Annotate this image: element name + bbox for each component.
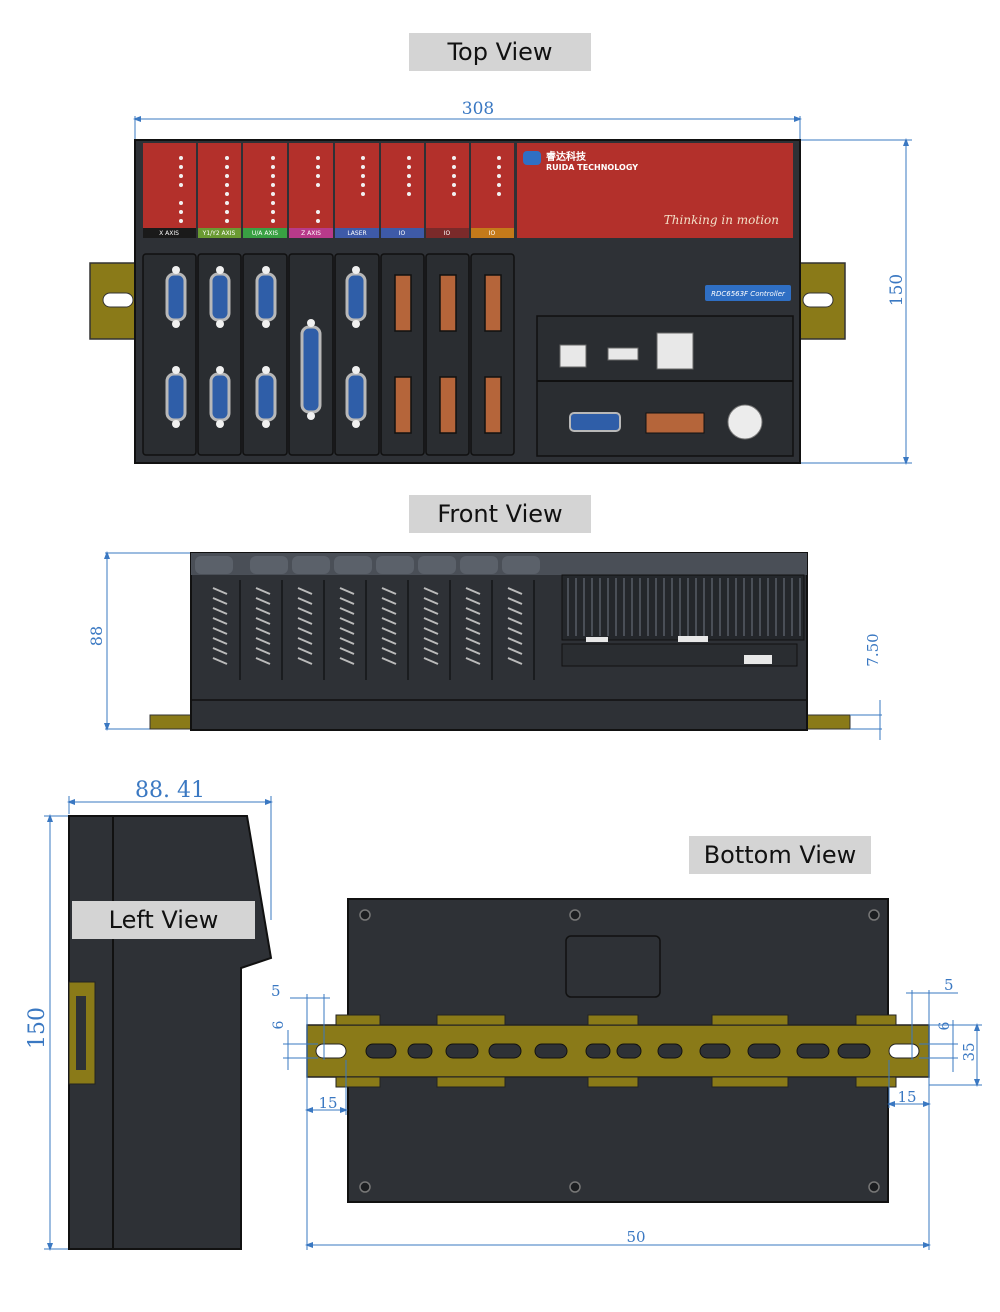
bottom-right-rail-dimension: 35 [960, 1042, 978, 1061]
module-label-y: Y1/Y2 AXIS [202, 230, 236, 237]
left-height-dimension: 150 [25, 1007, 50, 1049]
serial-port [569, 412, 621, 432]
left-view-title: Left View [72, 901, 255, 939]
bottom-view: 5 6 15 5 6 35 15 50 [271, 898, 982, 1250]
bottom-left-offset-dimension: 5 [271, 982, 281, 1000]
front-rail-right [805, 714, 851, 730]
db-connectors [165, 266, 367, 428]
model-badge [705, 285, 791, 301]
bottom-left-end-dimension: 15 [318, 1094, 337, 1112]
front-view-title: Front View [409, 495, 591, 533]
left-housing [68, 815, 273, 1250]
power-button [727, 404, 763, 440]
brand-name-en: RUIDA TECHNOLOGY [546, 163, 638, 172]
usb-b-port [559, 344, 587, 368]
io-terminals [394, 274, 502, 434]
module-label-laser: LASER [347, 230, 366, 237]
module-panels [143, 143, 793, 238]
module-label-io-2: IO [444, 230, 451, 237]
bottom-right-offset-dimension: 5 [944, 976, 954, 994]
bottom-right-end-dimension: 15 [897, 1088, 916, 1106]
module-label-io-1: IO [399, 230, 406, 237]
bottom-width-dimension: 50 [626, 1228, 645, 1246]
front-view: 88 7.50 [87, 551, 882, 740]
top-view-title: Top View [409, 33, 591, 71]
front-rail-dimension: 7.50 [864, 633, 882, 666]
brand-slogan: Thinking in motion [664, 213, 779, 227]
top-view: 308 150 [89, 99, 912, 465]
usb-a-port [607, 347, 639, 361]
front-height-dimension: 88 [87, 626, 106, 646]
status-leds [179, 156, 501, 223]
left-view: 88. 41 150 [25, 778, 273, 1251]
front-vents [212, 587, 523, 665]
module-label-io-3: IO [489, 230, 496, 237]
front-rail-left [149, 714, 193, 730]
bottom-right-slot-dimension: 6 [937, 1021, 953, 1030]
module-label-z: Z AXIS [301, 230, 321, 237]
brand-logo [523, 151, 541, 165]
left-width-dimension: 88. 41 [135, 778, 205, 803]
bottom-view-title: Bottom View [689, 836, 871, 874]
ethernet-port [656, 332, 694, 370]
model-name: RDC6563F Controller [711, 290, 786, 298]
module-label-x: X AXIS [159, 230, 179, 237]
top-width-dimension: 308 [462, 99, 494, 119]
connector-bays [142, 253, 515, 456]
bottom-left-slot-dimension: 6 [271, 1020, 287, 1029]
top-height-dimension: 150 [887, 274, 907, 306]
module-label-ua: U/A AXIS [252, 230, 278, 237]
power-terminal [645, 412, 705, 434]
brand-name-cn: 睿达科技 [546, 150, 587, 163]
